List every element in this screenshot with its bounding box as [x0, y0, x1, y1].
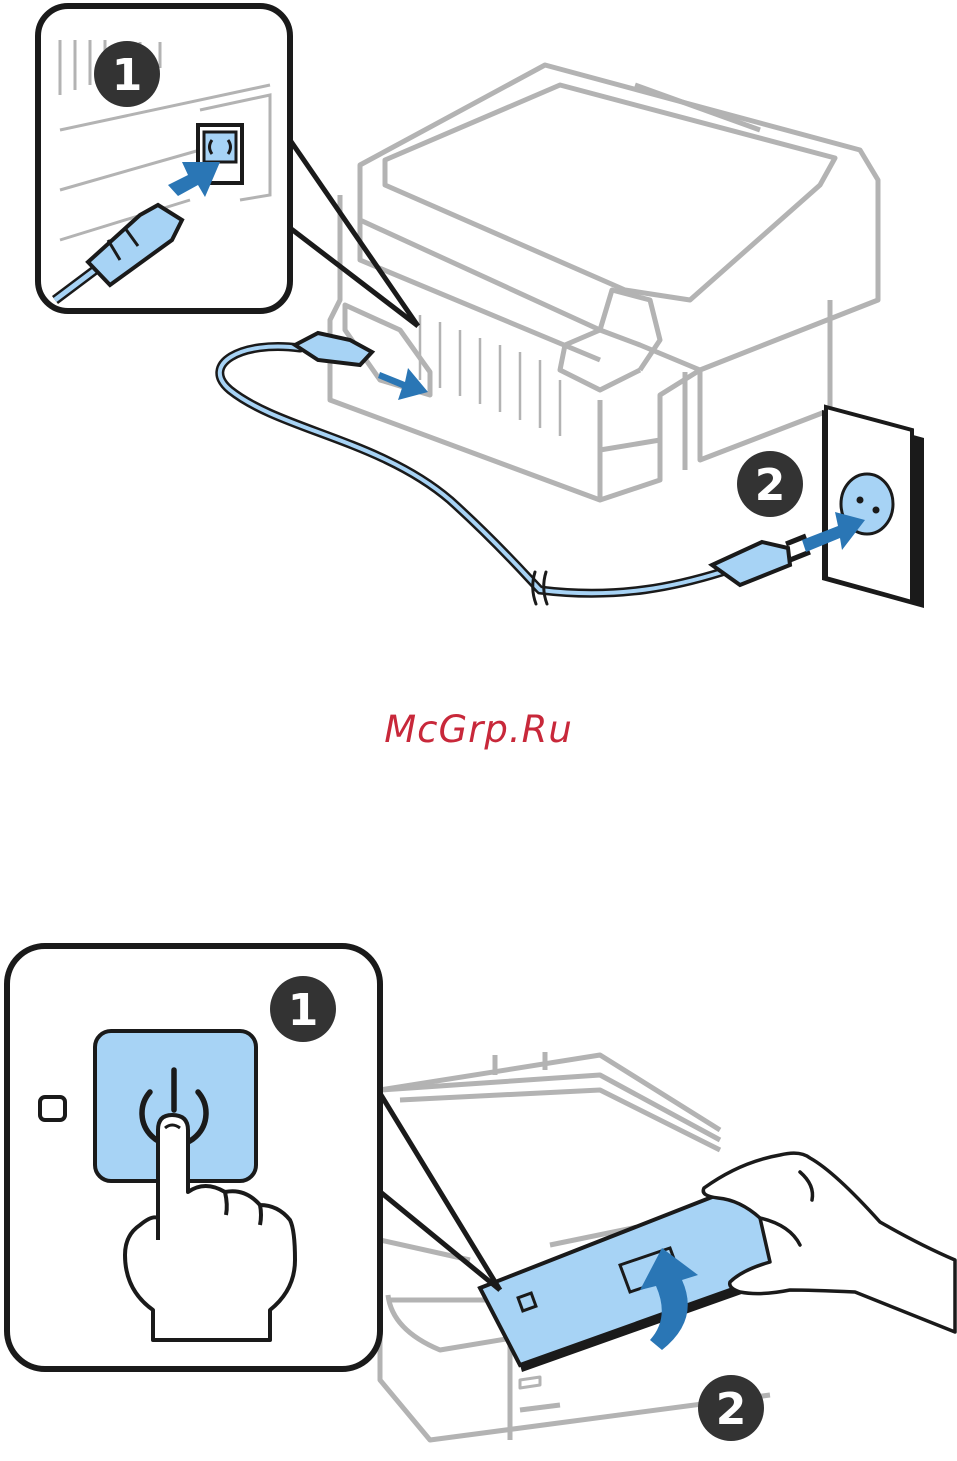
step-badge: 2 — [737, 451, 803, 517]
wall-outlet-icon — [822, 407, 924, 608]
indicator-light-icon — [40, 1097, 65, 1120]
step-badge-label: 1 — [112, 50, 143, 101]
step-badge-label: 1 — [288, 985, 319, 1036]
step-badge: 2 — [698, 1375, 764, 1441]
power-cord — [220, 346, 722, 604]
inset-power-button: 1 — [7, 946, 380, 1369]
inset-inlet: 1 — [38, 6, 290, 311]
step-badge-label: 2 — [755, 460, 786, 511]
step-badge: 1 — [94, 41, 160, 107]
callout-lines-top — [290, 140, 418, 326]
step-badge-label: 2 — [716, 1384, 747, 1435]
watermark-text: McGrp.Ru — [0, 708, 957, 751]
callout-lines-bottom — [378, 1090, 500, 1290]
printer-top-view — [330, 65, 878, 500]
step-badge: 1 — [270, 976, 336, 1042]
